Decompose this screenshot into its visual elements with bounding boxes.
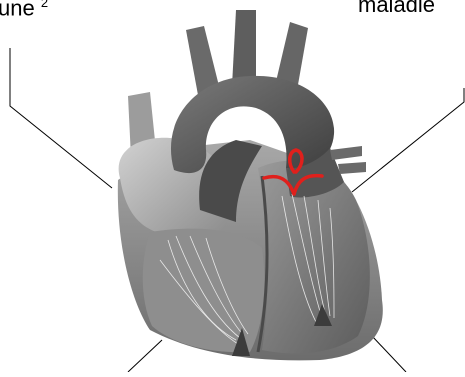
label-top-left-superscript: 2 — [41, 0, 48, 10]
label-top-left: une 2 — [0, 0, 48, 19]
pulmonary-vein-2 — [338, 162, 366, 174]
leader-line-bottom-left — [128, 340, 162, 372]
label-top-right: maladie — [358, 0, 435, 16]
leader-line-bottom-right — [372, 336, 406, 372]
pulmonary-vein-1 — [330, 146, 362, 160]
leader-line-top-left — [10, 48, 112, 188]
carotid-artery — [232, 10, 256, 86]
leader-line-top-right — [352, 88, 464, 192]
label-top-left-text: une — [0, 0, 35, 20]
